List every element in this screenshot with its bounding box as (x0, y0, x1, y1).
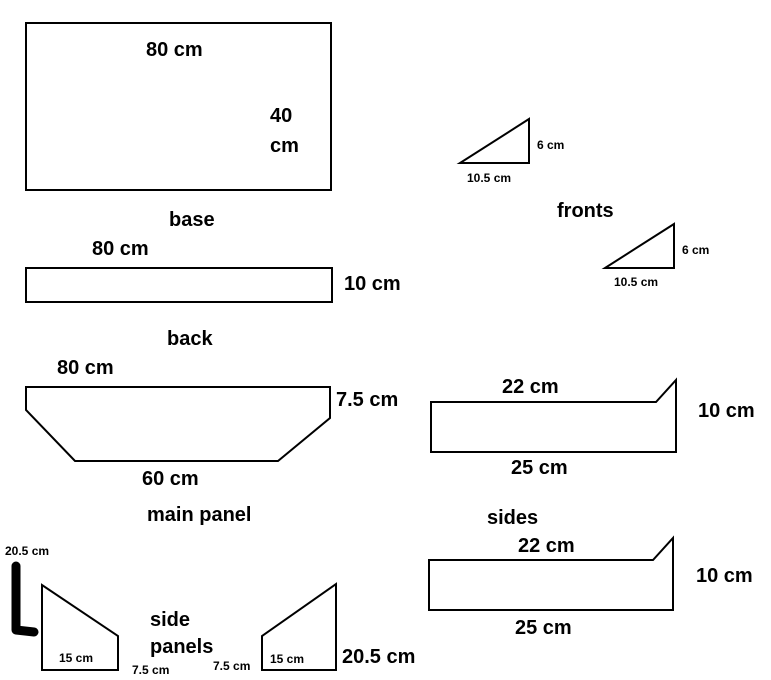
front-1-base-label: 10.5 cm (467, 171, 512, 185)
back-panel-shape (25, 267, 333, 303)
side-1-top-label: 22 cm (502, 376, 559, 398)
main-panel-name-label: main panel (147, 504, 252, 526)
side-panel-left-shape (41, 583, 119, 671)
side-2-height-label: 10 cm (696, 565, 753, 587)
side-2-top-label: 22 cm (518, 535, 575, 557)
front-triangle-2 (601, 222, 675, 269)
handdrawn-l-mark (11, 561, 39, 637)
side-panel-left-height-label: 20.5 cm (5, 544, 50, 558)
side-1-height-label: 10 cm (698, 400, 755, 422)
side-panel-left-base-label: 15 cm (59, 651, 94, 665)
base-height-label-line2: cm (270, 135, 299, 157)
sides-name-label: sides (487, 507, 539, 529)
front-triangle-1 (456, 117, 530, 164)
side-panel-shape-1 (430, 377, 677, 453)
main-panel-top-label: 80 cm (57, 357, 114, 379)
front-2-height-label: 6 cm (682, 243, 710, 257)
side-panel-shape-2 (428, 535, 674, 611)
back-name-label: back (167, 328, 213, 350)
main-panel-depth-label: 7.5 cm (336, 389, 399, 411)
back-height-label: 10 cm (344, 273, 401, 295)
front-1-height-label: 6 cm (537, 138, 565, 152)
main-panel-bottom-label: 60 cm (142, 468, 199, 490)
side-1-bottom-label: 25 cm (511, 457, 568, 479)
side-panel-right-shape (261, 582, 337, 671)
front-2-base-label: 10.5 cm (614, 275, 659, 289)
base-panel-shape (25, 22, 332, 191)
base-name-label: base (169, 209, 215, 231)
side-2-bottom-label: 25 cm (515, 617, 572, 639)
back-width-label: 80 cm (92, 238, 149, 260)
side-panel-right-height-label: 20.5 cm (342, 646, 416, 668)
main-panel-shape (25, 386, 331, 462)
base-height-label-line1: 40 (270, 105, 293, 127)
side-panel-left-edge-label: 7.5 cm (132, 663, 170, 677)
side-panels-name-line1: side (150, 609, 191, 631)
side-panels-name-line2: panels (150, 636, 214, 658)
side-panel-right-base-label: 15 cm (270, 652, 305, 666)
fronts-name-label: fronts (557, 200, 614, 222)
base-width-label: 80 cm (146, 39, 203, 61)
side-panel-right-edge-label: 7.5 cm (213, 659, 251, 673)
